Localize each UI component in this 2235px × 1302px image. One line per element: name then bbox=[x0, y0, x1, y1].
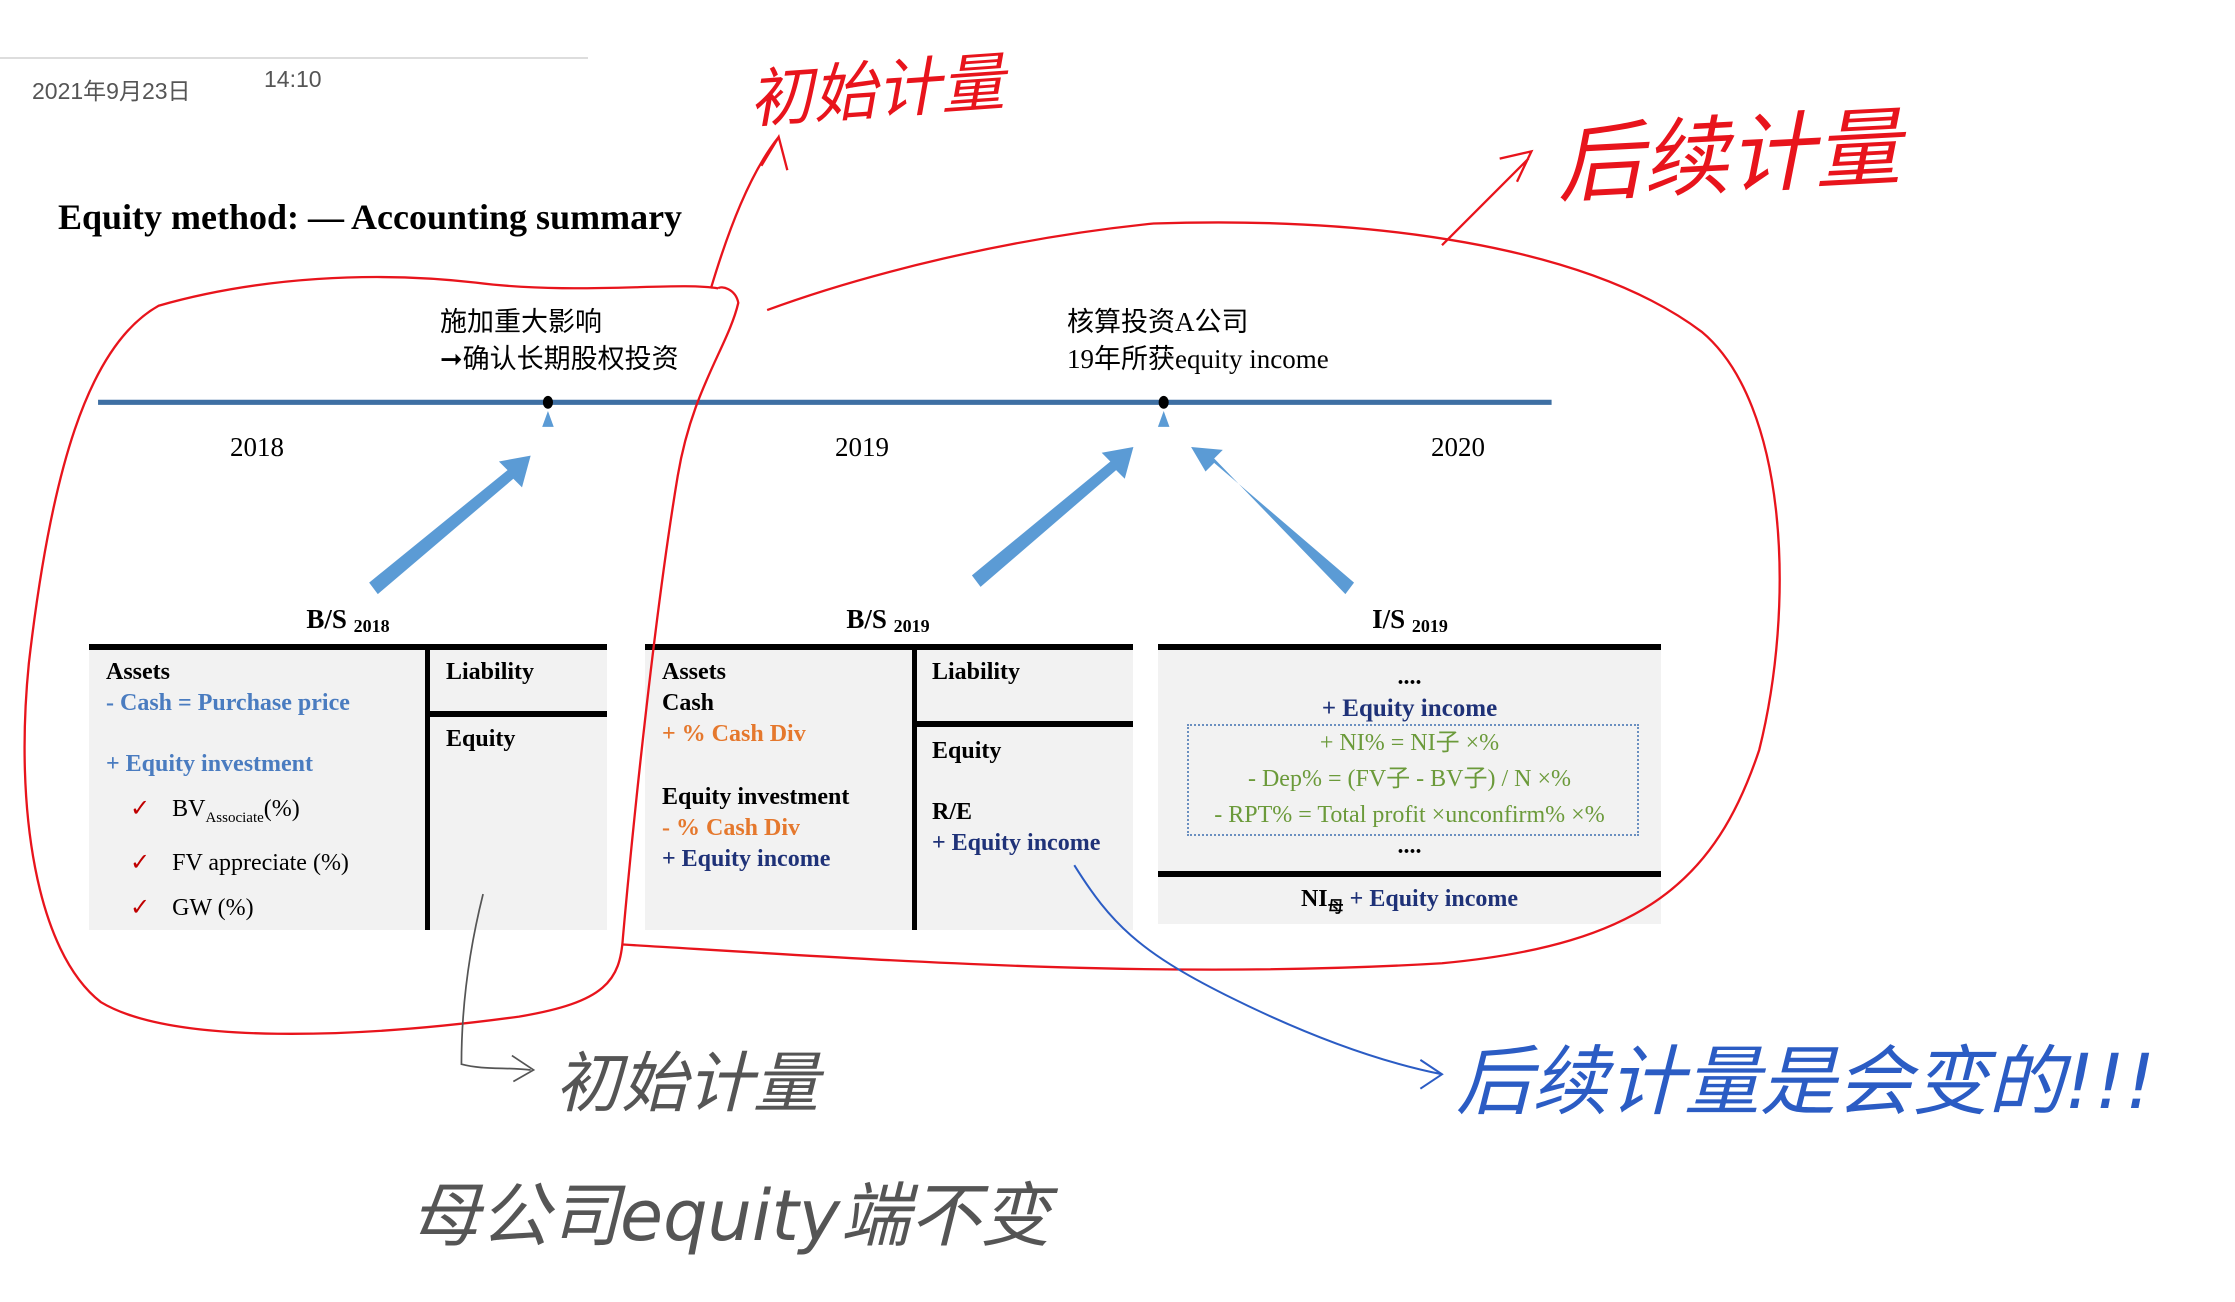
is2019-total-bar bbox=[1158, 871, 1661, 877]
page-title: Equity method: — Accounting summary bbox=[58, 197, 683, 237]
check-bv: ✓BVAssociate(%) bbox=[130, 796, 300, 826]
re-label: R/E bbox=[932, 799, 973, 825]
red-arrow-icon bbox=[709, 134, 789, 289]
bs2019-title: B/S 2019 bbox=[846, 604, 930, 636]
equity-investment-label: Equity investment bbox=[662, 784, 850, 810]
is2019-title: I/S 2019 bbox=[1372, 604, 1448, 636]
dots-top: .... bbox=[1397, 664, 1422, 690]
arrow-up-right-icon bbox=[369, 455, 531, 595]
cash-div-minus: - % Cash Div bbox=[662, 815, 801, 841]
assets-label: Assets bbox=[662, 659, 726, 685]
subsequent-measurement-loop bbox=[622, 221, 1781, 971]
red-ink bbox=[23, 134, 1781, 1035]
check-icon: ✓ bbox=[130, 849, 151, 876]
initial-measurement-loop bbox=[23, 275, 740, 1035]
annotation-parent-equity: 母公司equity端不变 bbox=[410, 1175, 1051, 1257]
bs2019-divider bbox=[912, 647, 917, 930]
arrow-up-left-icon bbox=[1191, 447, 1355, 595]
bs2019-equity-column: Equity R/E + Equity income bbox=[932, 736, 1100, 859]
is2019-body: .... + Equity income + NI% = NI子 ×% - De… bbox=[1158, 662, 1661, 862]
header-rule bbox=[0, 57, 588, 59]
dots-bottom: .... bbox=[1397, 833, 1422, 859]
timeline-marker-icon bbox=[1157, 410, 1170, 427]
bs2018-equity: Equity bbox=[446, 726, 516, 752]
event1-line1: 施加重大影响 bbox=[440, 307, 602, 337]
annotation-subsequent-blue: 后续计量是会变的!!! bbox=[1456, 1037, 2156, 1126]
bs2018-top-bar bbox=[89, 644, 607, 650]
bs2019-top-bar bbox=[645, 644, 1133, 650]
annotation-initial-red: 初始计量 bbox=[746, 46, 1007, 138]
cash-line: - Cash = Purchase price bbox=[106, 690, 350, 716]
event2-label: 核算投资A公司 19年所获equity income bbox=[1067, 304, 1329, 378]
year-2020: 2020 bbox=[1431, 432, 1485, 462]
formula-ni: + NI% = NI子 ×% bbox=[1319, 730, 1500, 756]
check-icon: ✓ bbox=[130, 796, 151, 822]
blue-arrows bbox=[369, 447, 1355, 595]
bs2018-equity-divider bbox=[428, 711, 607, 717]
timeline-dot-2018 bbox=[542, 395, 554, 409]
event2-line1: 核算投资A公司 bbox=[1067, 307, 1249, 337]
bs2018-title: B/S 2018 bbox=[306, 604, 390, 636]
equity-investment-line: + Equity investment bbox=[106, 751, 314, 777]
bs2018-table bbox=[89, 647, 607, 930]
is-equity-income: + Equity income bbox=[1321, 695, 1498, 722]
formula-box bbox=[1187, 724, 1639, 836]
annotation-initial-gray: 初始计量 bbox=[555, 1045, 819, 1122]
note-time: 14:10 bbox=[264, 66, 322, 92]
event2-line2: 19年所获equity income bbox=[1067, 344, 1329, 374]
is2019-top-bar bbox=[1158, 644, 1661, 650]
bs2018-assets-column: Assets - Cash = Purchase price + Equity … bbox=[106, 657, 350, 924]
event1-label: 施加重大影响 ➞确认长期股权投资 bbox=[440, 304, 679, 378]
cash-label: Cash bbox=[662, 690, 715, 716]
is2019-total: NI母 + Equity income bbox=[1300, 886, 1519, 916]
cash-div-plus: + % Cash Div bbox=[662, 721, 806, 747]
blue-ink-arrow bbox=[1073, 864, 1444, 1090]
is2019-table bbox=[1158, 647, 1661, 924]
year-2019: 2019 bbox=[835, 432, 889, 462]
check-gw: ✓GW (%) bbox=[130, 894, 254, 921]
bs2018-divider bbox=[425, 647, 430, 930]
equity-label: Equity bbox=[932, 738, 1002, 764]
equity-income-line: + Equity income bbox=[662, 846, 831, 872]
check-fv: ✓FV appreciate (%) bbox=[130, 849, 349, 876]
assets-label: Assets bbox=[106, 659, 170, 685]
year-2018: 2018 bbox=[230, 432, 284, 462]
bs2018-liability: Liability bbox=[446, 659, 535, 685]
re-equity-income: + Equity income bbox=[932, 830, 1101, 856]
bs2019-liability: Liability bbox=[932, 659, 1021, 685]
timeline-marker-icon bbox=[542, 410, 554, 427]
bs2019-table bbox=[645, 647, 1133, 930]
red-arrow-icon bbox=[1441, 149, 1534, 246]
arrow-up-right-icon bbox=[971, 447, 1134, 587]
note-date: 2021年9月23日 bbox=[32, 78, 191, 104]
annotation-subsequent-red: 后续计量 bbox=[1554, 98, 1903, 216]
timeline-dot-2019 bbox=[1158, 395, 1169, 409]
gray-ink-arrow bbox=[460, 893, 536, 1083]
bs2019-equity-divider bbox=[915, 721, 1133, 727]
check-icon: ✓ bbox=[130, 894, 151, 921]
event1-line2: ➞确认长期股权投资 bbox=[440, 344, 679, 374]
bs2019-assets-column: Assets Cash + % Cash Div Equity investme… bbox=[662, 657, 849, 875]
formula-rpt: - RPT% = Total profit ×unconfirm% ×% bbox=[1214, 802, 1605, 828]
formula-dep: - Dep% = (FV子 - BV子) / N ×% bbox=[1247, 766, 1572, 792]
